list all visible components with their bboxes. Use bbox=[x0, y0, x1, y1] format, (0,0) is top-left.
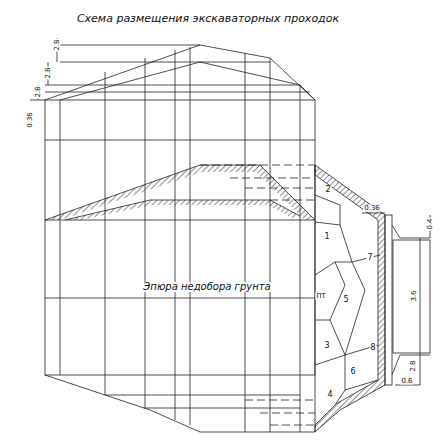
callout-number: 7 bbox=[366, 254, 373, 262]
section-label: Эпюра недобора грунта bbox=[142, 282, 271, 292]
dimension: 2.8 bbox=[54, 38, 61, 51]
dimension: 0.6 bbox=[400, 378, 413, 385]
callout-number: 6 bbox=[349, 368, 356, 376]
callout-number: 4 bbox=[326, 391, 333, 399]
dimension: 2.8 bbox=[35, 85, 42, 98]
callout-number: 1 bbox=[323, 233, 330, 241]
callout-number: 5 bbox=[342, 296, 349, 304]
callout-number: 3 bbox=[323, 342, 330, 350]
callout-number: 8 bbox=[369, 344, 376, 352]
callout-number: 2 bbox=[324, 186, 331, 194]
dimension: 2.8 bbox=[45, 66, 52, 79]
dimension: 2.8 bbox=[410, 359, 417, 372]
drawing-title: Схема размещения экскаваторных проходок bbox=[76, 13, 340, 24]
dimension: 0.36 bbox=[27, 111, 34, 129]
callout-number: ПТ bbox=[315, 293, 327, 300]
dimension: 3.6 bbox=[411, 289, 418, 302]
dimension: 0.36 bbox=[363, 205, 381, 212]
dimension: 0.4 bbox=[427, 217, 434, 230]
